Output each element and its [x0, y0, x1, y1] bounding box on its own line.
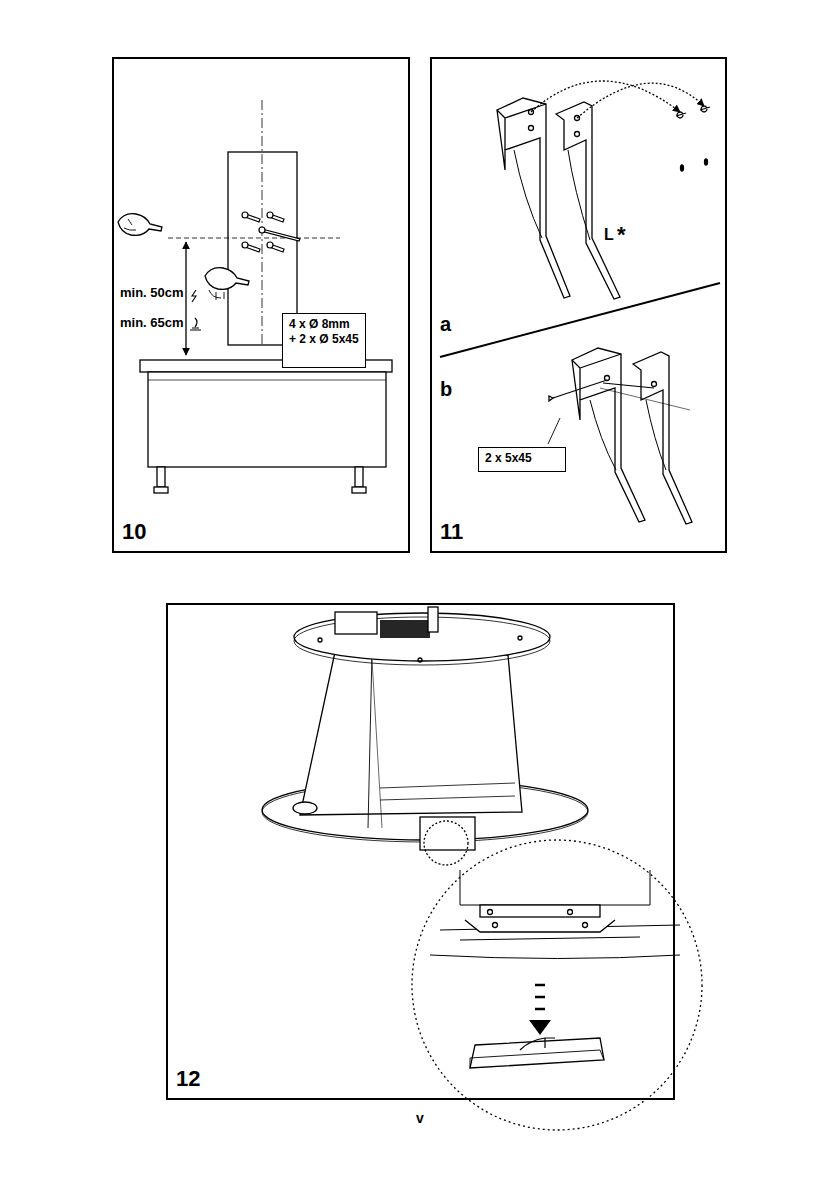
sub-figure-letter: b [440, 378, 452, 401]
dimension: min. 65cm [120, 315, 184, 330]
figure-panel: 10 4 x Ø 8mm + 2 x Ø 5x45 [112, 57, 410, 553]
hardware-spec: 4 x Ø 8mm + 2 x Ø 5x45 [289, 317, 359, 347]
length-mark: L [604, 226, 614, 244]
figure-panel: 12 [166, 603, 675, 1100]
bracket-figure [440, 81, 720, 524]
hardware-box: 2 x 5x45 [478, 447, 566, 472]
figure-number: 10 [122, 519, 146, 545]
figure-number: 12 [176, 1066, 200, 1092]
figure-number: 11 [440, 519, 463, 545]
length-mark: * [617, 222, 626, 248]
figure-panel: 11 2 x 5x45 [430, 57, 727, 553]
dimension: min. 50cm [120, 285, 184, 300]
sub-figure-letter: a [440, 313, 451, 336]
hood-figure [262, 607, 702, 1130]
wall-mounting-figure [118, 100, 392, 493]
hardware-box: 4 x Ø 8mm + 2 x Ø 5x45 [282, 313, 366, 368]
page-number: v [416, 1110, 424, 1126]
hardware-spec: 2 x 5x45 [485, 451, 559, 466]
